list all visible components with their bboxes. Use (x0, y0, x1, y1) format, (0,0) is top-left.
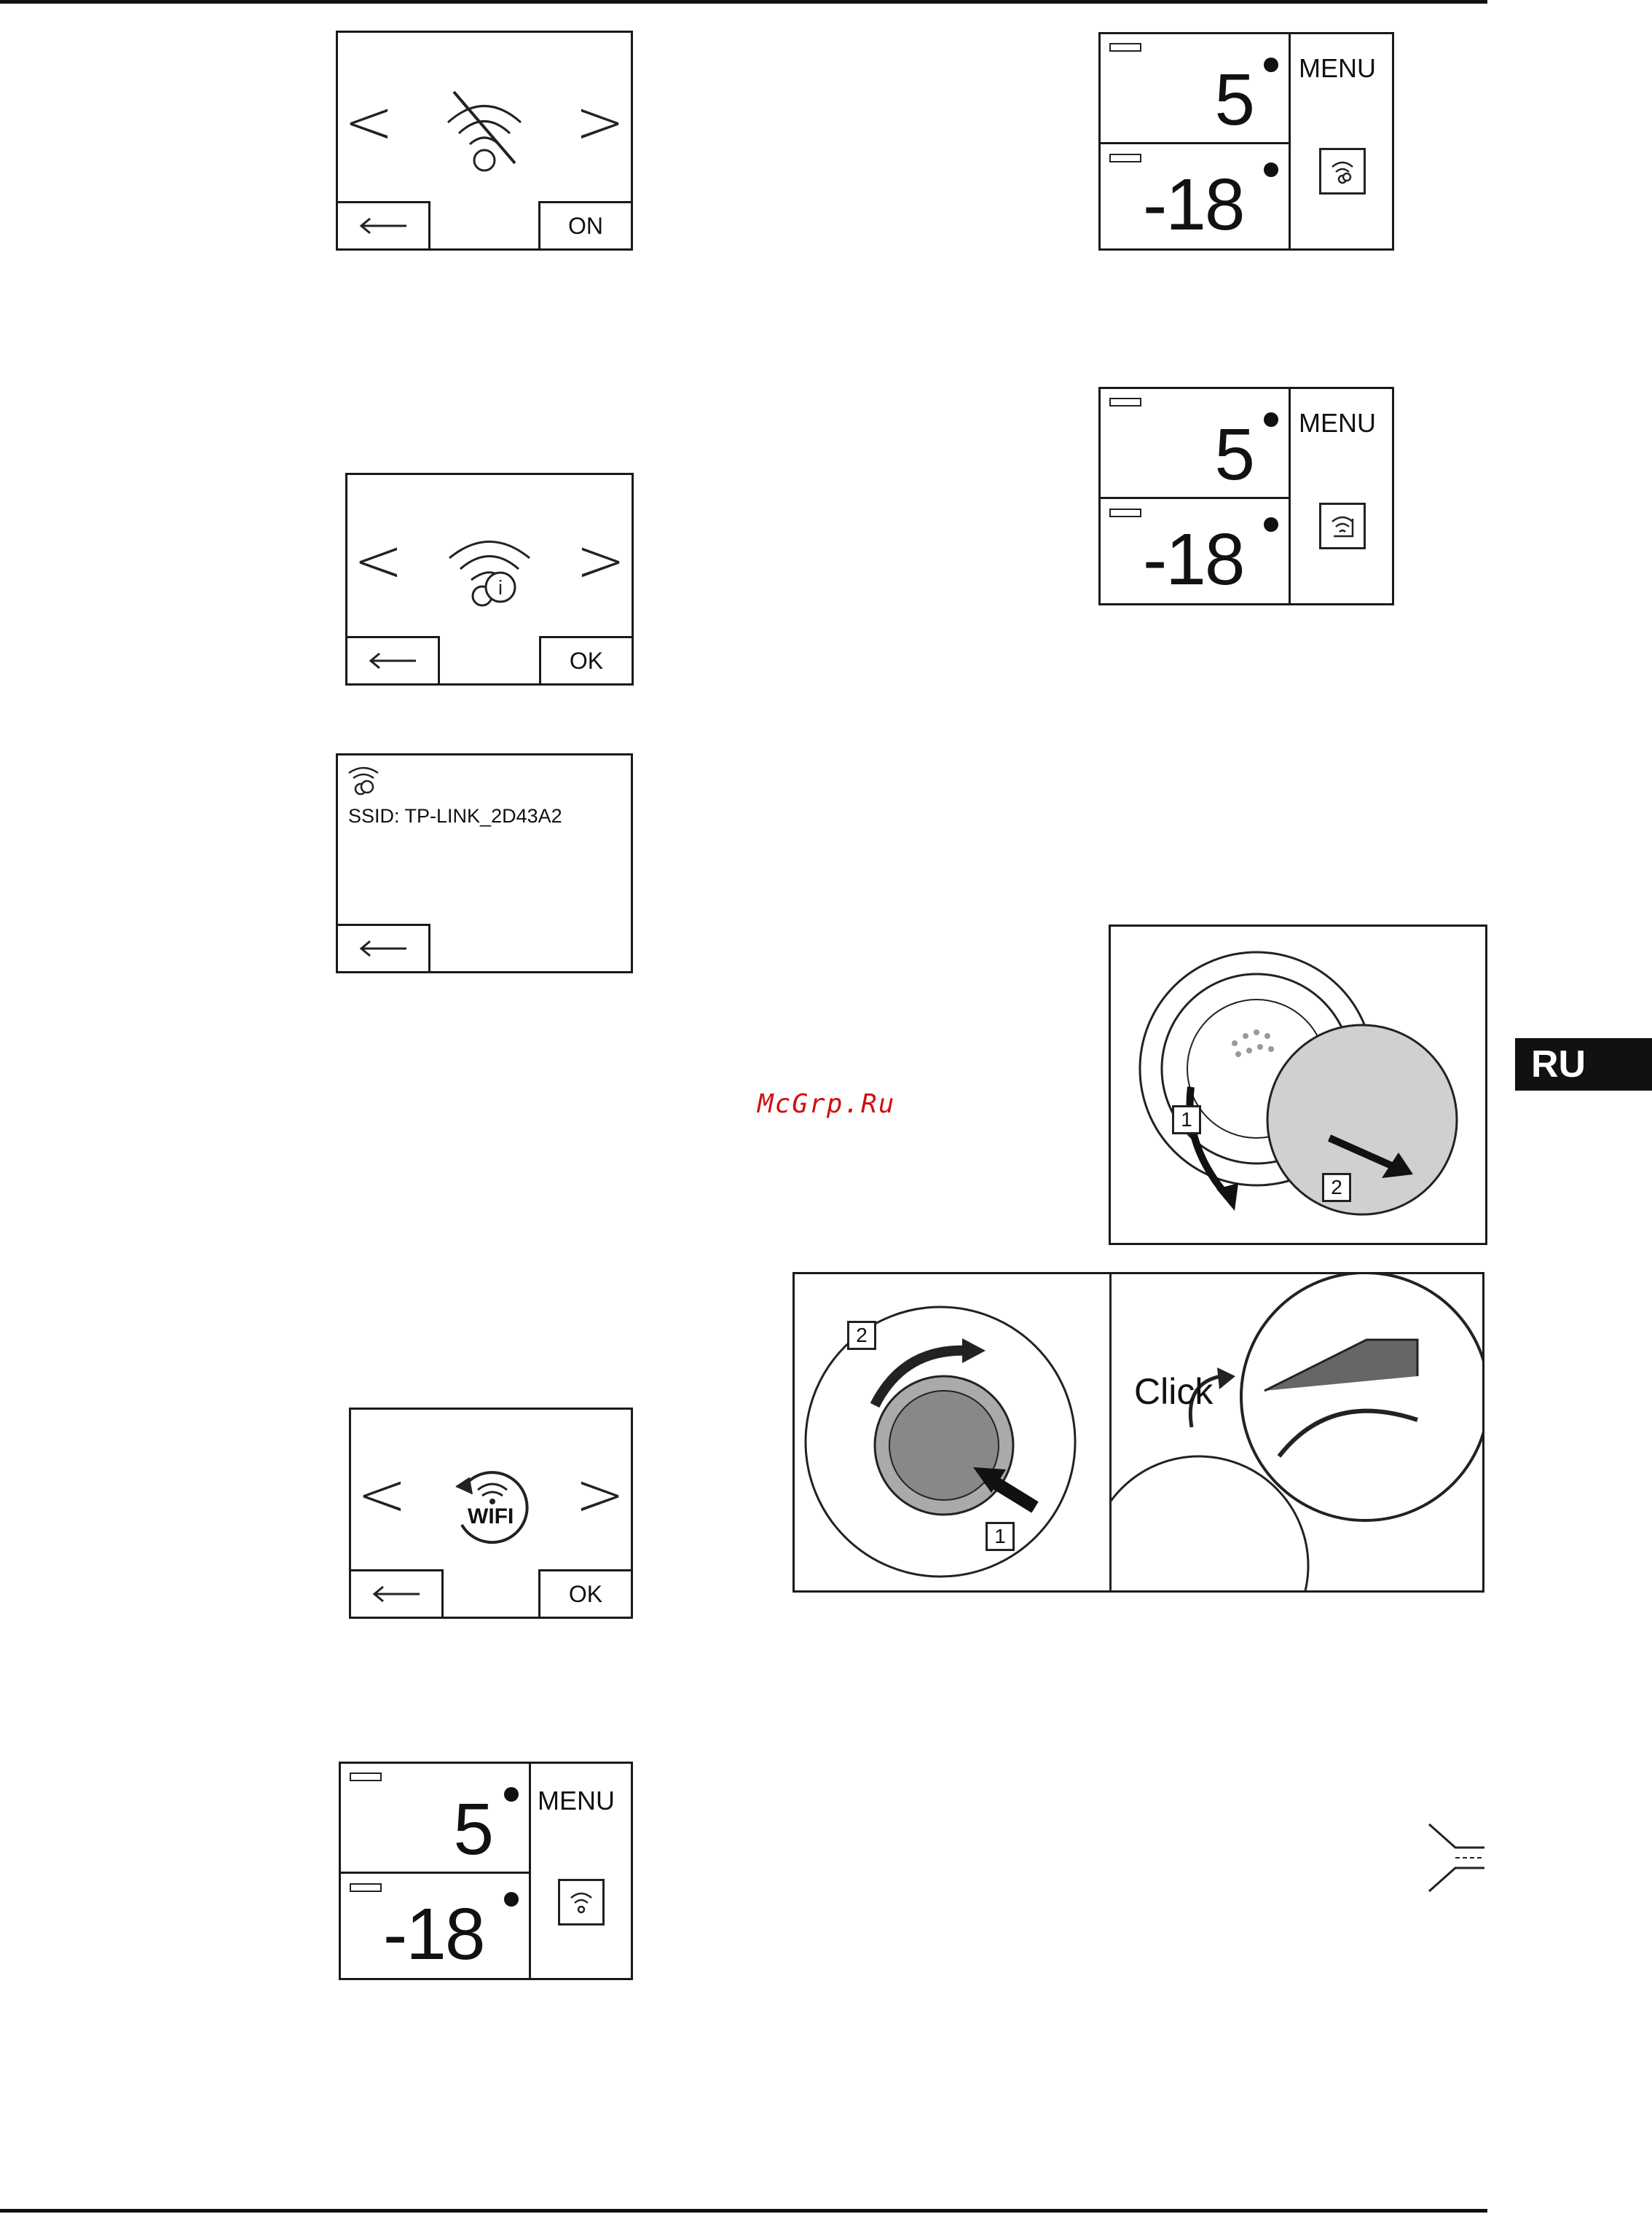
menu-label[interactable]: MENU (538, 1786, 615, 1816)
panel-wifi-info: < > i OK (345, 473, 634, 686)
menu-label[interactable]: MENU (1299, 408, 1376, 439)
divider (1101, 497, 1289, 499)
wifi-status-box[interactable] (1319, 503, 1366, 549)
back-button[interactable] (349, 1569, 444, 1619)
chevron-right-icon[interactable]: > (575, 93, 625, 152)
wifi-label: WIFI (468, 1504, 514, 1529)
wifi-info-icon (1328, 157, 1357, 186)
filter-install-illustration: 2 1 Click (792, 1272, 1484, 1593)
temp-display-3: 5 -18 MENU (339, 1762, 633, 1980)
back-arrow-icon (368, 652, 417, 670)
freezer-temp: -18 (383, 1898, 484, 1971)
wifi-status-box[interactable] (1319, 148, 1366, 195)
degree-dot (504, 1787, 519, 1802)
filter-insert-drawing (795, 1274, 1108, 1590)
step-2-badge: 2 (847, 1321, 876, 1350)
divider (1101, 142, 1289, 144)
divider (1289, 34, 1291, 248)
menu-label[interactable]: MENU (1299, 53, 1376, 84)
divider (529, 1764, 531, 1978)
click-detail-drawing (1112, 1274, 1484, 1590)
panel-wifi-setup: < > WIFI OK (349, 1408, 633, 1619)
freezer-zone-icon (350, 1883, 382, 1892)
back-button[interactable] (345, 636, 440, 686)
freezer-temp: -18 (1143, 523, 1244, 596)
wifi-icon (567, 1888, 596, 1917)
svg-text:i: i (498, 576, 503, 599)
ok-button[interactable]: OK (539, 636, 634, 686)
degree-dot (1264, 517, 1278, 532)
filter-removal-illustration: 1 2 (1109, 925, 1487, 1245)
wifi-status-box[interactable] (558, 1879, 605, 1926)
back-button[interactable] (336, 201, 430, 251)
back-arrow-icon (358, 217, 408, 235)
chevron-left-icon[interactable]: < (353, 531, 404, 591)
wifi-off-icon (433, 86, 535, 173)
fridge-temp: 5 (453, 1793, 492, 1866)
watermark: McGrp.Ru (758, 1089, 895, 1119)
language-tab: RU (1515, 1038, 1652, 1091)
step-1-badge: 1 (1172, 1105, 1201, 1134)
fridge-zone-icon (350, 1773, 382, 1781)
chevron-right-icon[interactable]: > (575, 531, 626, 591)
degree-dot (1264, 412, 1278, 427)
degree-dot (1264, 58, 1278, 72)
back-arrow-icon (371, 1585, 421, 1603)
fridge-temp: 5 (1214, 63, 1254, 136)
connector-icon (1426, 1821, 1484, 1894)
panel-wifi-off: < > ON (336, 31, 633, 251)
step-1-badge: 1 (986, 1522, 1015, 1551)
freezer-zone-icon (1109, 154, 1141, 162)
fridge-temp: 5 (1214, 418, 1254, 491)
temp-display-1: 5 -18 MENU (1098, 32, 1394, 251)
click-label: Click (1134, 1370, 1213, 1413)
filter-removal-drawing (1111, 927, 1485, 1243)
degree-dot (1264, 162, 1278, 177)
fridge-zone-icon (1109, 398, 1141, 407)
ok-button[interactable]: OK (538, 1569, 633, 1619)
freezer-zone-icon (1109, 509, 1141, 517)
panel-ssid: SSID: TP-LINK_2D43A2 (336, 753, 633, 973)
top-rule (0, 0, 1487, 4)
back-arrow-icon (358, 940, 408, 957)
chevron-left-icon[interactable]: < (344, 93, 394, 152)
step-2-badge: 2 (1322, 1173, 1351, 1202)
divider (341, 1872, 529, 1874)
ssid-text: SSID: TP-LINK_2D43A2 (348, 805, 562, 828)
wifi-setup-icon: WIFI (440, 1459, 542, 1547)
wifi-icon (1328, 511, 1357, 541)
back-button[interactable] (336, 924, 430, 973)
chevron-left-icon[interactable]: < (357, 1465, 407, 1525)
bottom-rule (0, 2209, 1487, 2213)
on-button[interactable]: ON (538, 201, 633, 251)
fridge-zone-icon (1109, 43, 1141, 52)
temp-display-2: 5 -18 MENU (1098, 387, 1394, 605)
chevron-right-icon[interactable]: > (575, 1465, 625, 1525)
wifi-info-icon: i (442, 529, 537, 609)
wifi-info-icon (347, 763, 380, 796)
degree-dot (504, 1892, 519, 1907)
divider (1289, 389, 1291, 603)
freezer-temp: -18 (1143, 168, 1244, 241)
